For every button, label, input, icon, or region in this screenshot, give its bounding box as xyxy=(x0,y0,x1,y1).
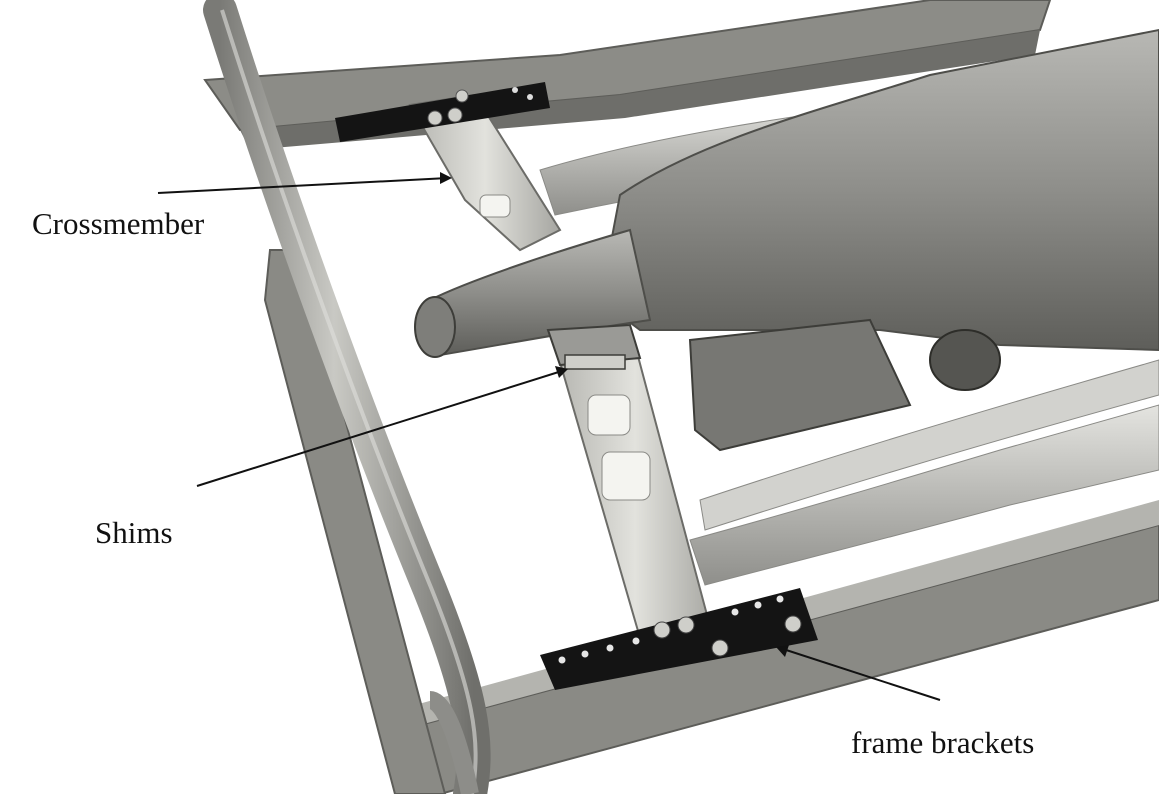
crossmember-cutout-1 xyxy=(587,394,631,436)
label-frame-brackets: frame brackets xyxy=(851,725,1035,760)
bracket-hole xyxy=(754,601,762,609)
leader-line-crossmember xyxy=(157,177,449,194)
bracket-hole xyxy=(527,94,533,100)
bracket-hole xyxy=(776,595,784,603)
bracket-hole xyxy=(632,637,640,645)
bracket-hole xyxy=(558,656,566,664)
frame-bracket-bottom xyxy=(540,588,818,690)
label-shims: Shims xyxy=(95,515,173,550)
bracket-hole xyxy=(606,644,614,652)
exhaust-pipe-lower xyxy=(689,404,1159,586)
crossmember-cutout-upper xyxy=(479,194,511,218)
bolt xyxy=(447,107,463,123)
tailshaft-opening xyxy=(414,296,456,358)
frame-tube-highlight xyxy=(220,9,478,794)
bracket-hole xyxy=(731,608,739,616)
bolt xyxy=(784,615,802,633)
transmission-tailshaft xyxy=(428,228,652,357)
frame-bracket-top xyxy=(335,82,550,142)
bracket-hole xyxy=(581,650,589,658)
exhaust-pipe-lower-2 xyxy=(699,359,1159,531)
leader-arrow-shims xyxy=(555,366,568,378)
frame-rail-top xyxy=(203,0,1052,132)
crossmember-cutout-2 xyxy=(601,451,651,501)
bracket-hole xyxy=(512,87,518,93)
label-crossmember: Crossmember xyxy=(32,206,205,241)
transmission-plug xyxy=(929,329,1001,391)
bolt xyxy=(653,621,671,639)
leader-arrow-crossmember xyxy=(440,172,452,184)
bolt xyxy=(427,110,443,126)
frame-tube-lower-bend xyxy=(428,691,479,794)
shim-stack xyxy=(564,354,626,370)
transmission-pan xyxy=(688,318,912,452)
leader-line-shims xyxy=(196,369,566,487)
leader-arrow-frame-brackets xyxy=(776,645,789,657)
leader-line-frame-brackets xyxy=(779,647,941,701)
bolt xyxy=(711,639,729,657)
bolt xyxy=(677,616,695,634)
bolt xyxy=(455,89,469,103)
